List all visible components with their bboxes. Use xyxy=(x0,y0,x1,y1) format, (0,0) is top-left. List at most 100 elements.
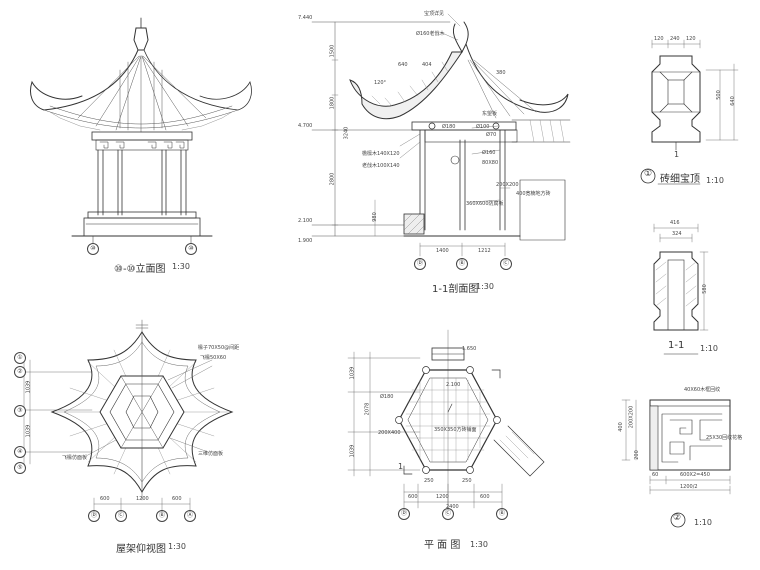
level-7440: 7.440 xyxy=(298,15,313,21)
finial-section-ref: 1 xyxy=(674,150,680,159)
section-axis-2: Ⓑ xyxy=(456,258,468,270)
floor-note-level: 1.650 xyxy=(462,346,477,352)
roof-dim-600-right: 600 xyxy=(172,496,182,502)
railing-dim-60: 60 xyxy=(652,472,659,478)
note-80x80: 80X80 xyxy=(482,160,499,166)
level-2100: 2.100 xyxy=(298,218,313,224)
section-scale: 1:30 xyxy=(476,282,494,291)
floor-section-mark: 1 xyxy=(398,462,404,471)
note-ridge-rafter: Ø160老戗木 xyxy=(416,31,445,37)
roof-note-rafter: 椽子70X50@间距 xyxy=(198,345,240,351)
railing-dim-450: 600X2=450 xyxy=(680,472,710,478)
roof-axis-left-5: ⑤ xyxy=(14,462,26,474)
floor-dim-1039-bottom: 1039 xyxy=(349,444,356,458)
railing-detail xyxy=(621,399,731,528)
section-eave-beam xyxy=(411,121,517,131)
roof-finial xyxy=(133,27,149,51)
floor-dim-600-right: 600 xyxy=(480,494,490,500)
note-roof-board: 东望板 xyxy=(482,111,498,117)
railing-dim-200x200: 200X200 xyxy=(628,405,635,429)
finial-scale: 1:10 xyxy=(706,176,724,185)
section-dim-1400: 1400 xyxy=(436,248,449,254)
level-1900: 1.900 xyxy=(298,238,313,244)
railing-note-frame: 40X60木框回纹 xyxy=(684,387,721,393)
floor-axis-3: Ⓑ xyxy=(496,508,508,520)
note-paving: 400宽楠地方砖 xyxy=(516,191,551,197)
floor-dim-250-left: 250 xyxy=(424,478,434,484)
section-wall xyxy=(511,119,571,241)
section-axis-3: Ⓒ xyxy=(500,258,512,270)
roof-axis-bottom-1: Ⓓ xyxy=(88,510,100,522)
level-4700: 4.700 xyxy=(298,123,313,129)
finial-title: 砖细宝顶 xyxy=(660,174,700,185)
floor-note-paving: 350X350方砖铺面 xyxy=(434,427,477,433)
section-columns xyxy=(419,129,506,231)
finial-detail xyxy=(640,39,739,185)
bench-rail xyxy=(87,211,197,219)
floor-dim-1039-top: 1039 xyxy=(349,366,356,380)
note-finial-ref: 宝顶详见 xyxy=(424,11,445,17)
roof-axis-bottom-4: Ⓐ xyxy=(184,510,196,522)
floor-plan xyxy=(347,329,545,521)
roof-axis-left-4: ④ xyxy=(14,446,26,458)
roof-note-flying-board: 飞椽仿面板 xyxy=(62,455,88,461)
section-dim-1500: 1500 xyxy=(329,44,336,58)
finial-section-dim-580: 580 xyxy=(701,284,708,294)
section-dim-980: 980 xyxy=(371,212,378,222)
roof-axis-left-1: ① xyxy=(14,352,26,364)
railing-dim-total: 1200/2 xyxy=(680,484,698,490)
finial-section-dim-416: 416 xyxy=(670,220,680,226)
roof-axis-left-2: ② xyxy=(14,366,26,378)
section-axis-1: Ⓓ xyxy=(414,258,426,270)
floor-plan-scale: 1:30 xyxy=(470,540,488,549)
roof-note-flying-rafter: 飞椽50X60 xyxy=(200,355,227,361)
note-d100: Ø100 xyxy=(476,124,490,130)
railing-dim-200: 200 xyxy=(633,450,640,460)
finial-dim-240: 240 xyxy=(670,36,680,42)
roof-note-board: 三维仿面板 xyxy=(198,451,224,457)
elevation-axis-left: ⑩ xyxy=(87,243,99,255)
elevation-title: ⑩-⑩立面图 xyxy=(114,264,166,275)
floor-dim-1200: 1200 xyxy=(436,494,449,500)
note-hip-rafter: 老戗木100X140 xyxy=(362,163,400,169)
finial-dim-120-right: 120 xyxy=(686,36,696,42)
floor-dim-250-right: 250 xyxy=(462,478,472,484)
floor-axis-1: Ⓓ xyxy=(398,508,410,520)
eave-beam xyxy=(91,131,193,141)
plinth xyxy=(83,217,201,237)
roof-framing-plan xyxy=(23,319,234,511)
floor-note-column: Ø180 xyxy=(380,394,394,400)
railing-number: ② xyxy=(673,513,682,523)
roof-outline-left xyxy=(30,49,139,111)
finial-dim-500: 500 xyxy=(715,90,722,100)
floor-dim-2400: 2400 xyxy=(446,504,459,510)
finial-section-scale: 1:10 xyxy=(700,344,718,353)
railing-note-lattice: 25X30回纹花格 xyxy=(706,435,743,441)
section-dim-3240: 3240 xyxy=(343,126,350,140)
roof-dim-1039-top: 1039 xyxy=(25,380,32,394)
floor-note-level-2: 2.100 xyxy=(446,382,461,388)
note-200x200: 200X200 xyxy=(496,182,519,188)
roof-axis-left-3: ③ xyxy=(14,405,26,417)
section-dim-640: 640 xyxy=(398,62,408,68)
section-view xyxy=(311,13,571,257)
roof-plan-scale: 1:30 xyxy=(168,542,186,551)
elevation-scale: 1:30 xyxy=(172,262,190,271)
section-dim-380: 380 xyxy=(496,70,506,76)
section-dim-1212: 1212 xyxy=(478,248,491,254)
railing-scale: 1:10 xyxy=(694,518,712,527)
note-board: 360X600防腐板 xyxy=(466,201,504,207)
roof-axis-bottom-2: Ⓒ xyxy=(115,510,127,522)
section-finial xyxy=(452,21,469,54)
section-roof-right xyxy=(465,43,569,113)
railing-dim-400: 400 xyxy=(617,422,624,432)
elevation-view xyxy=(30,17,252,245)
columns xyxy=(97,149,187,216)
finial-section-dim-324: 324 xyxy=(672,231,682,237)
floor-adjacent-wall xyxy=(493,425,545,477)
roof-dim-1200: 1200 xyxy=(136,496,149,502)
floor-columns xyxy=(395,366,501,474)
floor-dim-600-left: 600 xyxy=(408,494,418,500)
note-d180: Ø180 xyxy=(442,124,456,130)
